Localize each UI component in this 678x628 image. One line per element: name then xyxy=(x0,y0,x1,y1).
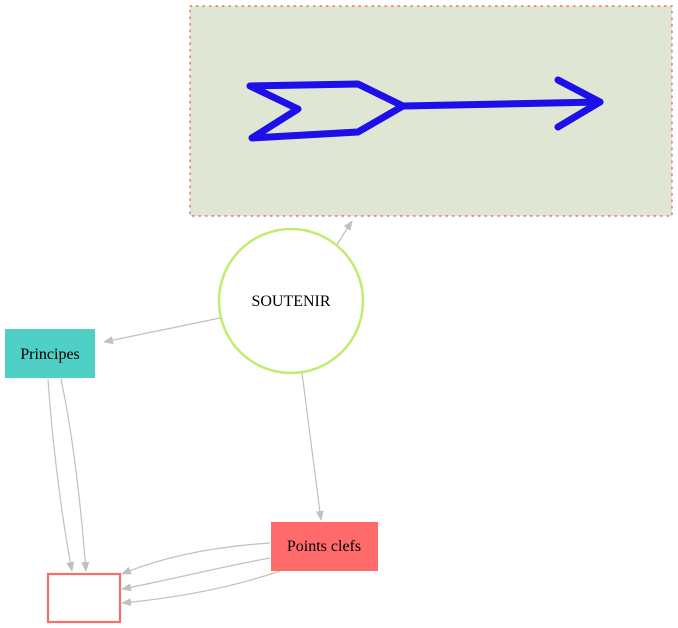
edge-points-clefs-to-empty-1 xyxy=(121,542,271,575)
edge-points-clefs-to-empty-3 xyxy=(121,570,281,607)
center-node-circle xyxy=(217,227,365,375)
arrow-icon-head xyxy=(554,76,604,131)
points-clefs-node-box xyxy=(271,522,378,571)
center-node[interactable]: SOUTENIR xyxy=(217,227,365,375)
image-node-box xyxy=(189,5,673,217)
arrow-icon xyxy=(246,76,604,142)
arrow-icon-fletching xyxy=(246,80,407,142)
empty-node-box xyxy=(46,572,122,624)
edge-center-to-image xyxy=(335,220,353,247)
principes-node[interactable]: Principes xyxy=(5,329,95,378)
image-node[interactable] xyxy=(189,5,673,217)
empty-node[interactable] xyxy=(46,572,122,624)
edge-center-to-principes xyxy=(103,317,221,345)
principes-node-box xyxy=(5,329,95,378)
edge-principes-to-empty-1 xyxy=(47,378,75,572)
edge-points-clefs-to-empty-2 xyxy=(121,557,271,592)
points-clefs-node-label: Points clefs xyxy=(287,538,361,555)
arrow-icon-shaft xyxy=(399,98,604,110)
edge-center-to-points-clefs xyxy=(301,372,324,521)
principes-node-label: Principes xyxy=(20,346,80,363)
edges xyxy=(47,220,353,607)
edge-principes-to-empty-2 xyxy=(60,378,90,572)
center-node-label: SOUTENIR xyxy=(251,293,330,310)
points-clefs-node[interactable]: Points clefs xyxy=(271,522,378,571)
